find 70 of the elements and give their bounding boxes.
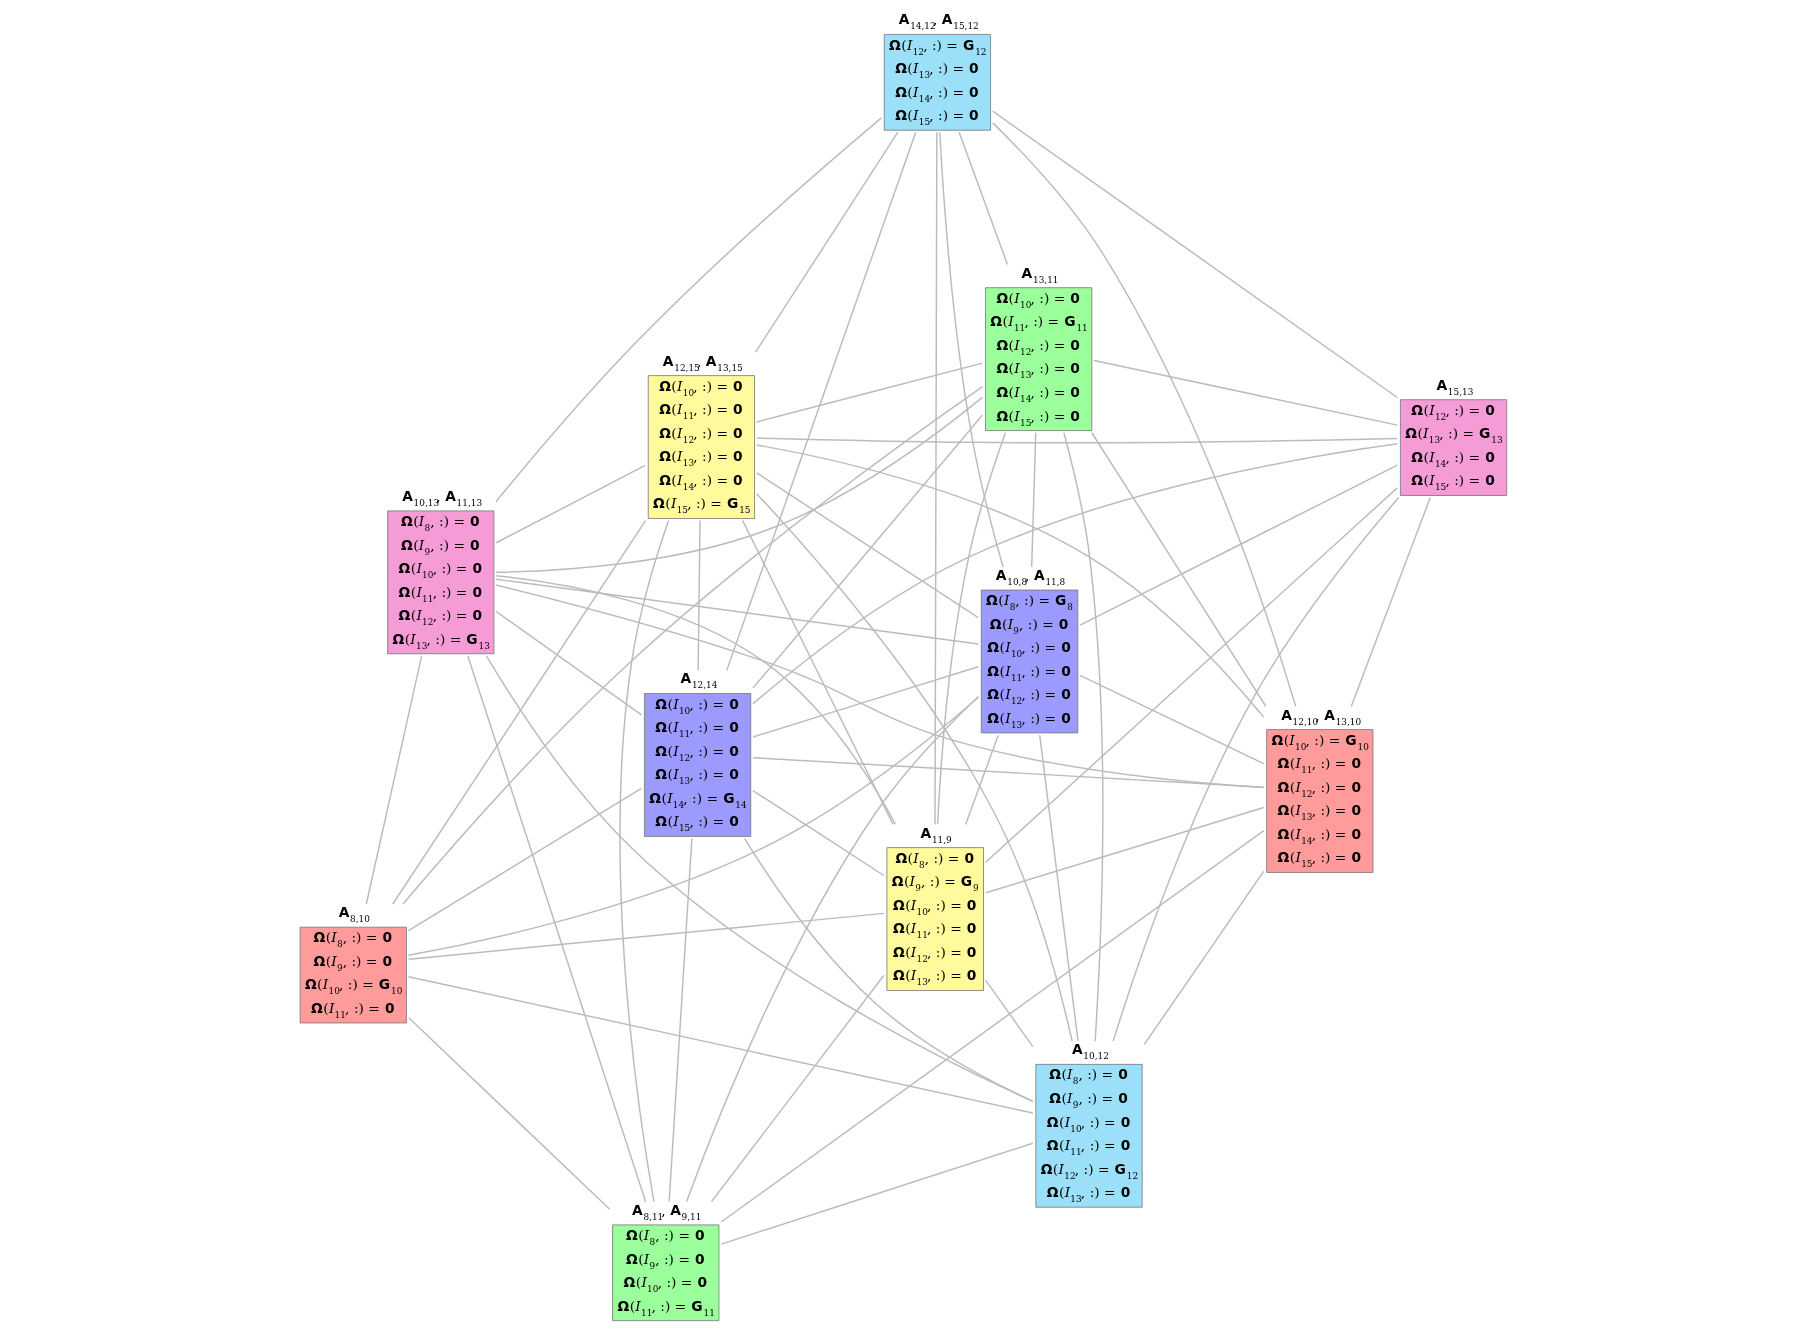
connector: [1063, 432, 1104, 1042]
node-label: A$_{10,8}$, A$_{11,8}$: [995, 566, 1066, 587]
connector: [1112, 496, 1400, 1042]
connector: [1039, 734, 1079, 1042]
connector: [743, 837, 1034, 1103]
connector: [495, 464, 646, 544]
connector: [495, 578, 979, 645]
connector: [408, 1017, 611, 1210]
connector: [1079, 674, 1265, 765]
connector: [755, 472, 979, 619]
connector: [720, 1142, 1034, 1245]
connector: [407, 696, 979, 957]
connector: [402, 385, 984, 905]
connector: [984, 487, 1398, 863]
connector: [984, 979, 1034, 1048]
connector: [485, 655, 1034, 1102]
connector: [619, 519, 670, 1203]
connector: [495, 584, 1265, 789]
connector: [992, 122, 1297, 707]
connector: [1030, 432, 1037, 568]
connector: [720, 829, 1265, 1223]
connector: [1093, 359, 1399, 426]
connector: [755, 492, 1073, 1042]
connector: [725, 131, 917, 672]
connector: [1350, 497, 1431, 708]
connector: [964, 734, 999, 826]
node-label: A$_{8,10}$: [338, 904, 370, 925]
connector: [495, 574, 897, 825]
node-label: A$_{10,13}$, A$_{11,13}$: [402, 487, 483, 508]
connector: [752, 414, 984, 689]
connector: [752, 756, 1265, 788]
connector: [1143, 870, 1265, 1046]
node-label: A$_{8,11}$, A$_{9,11}$: [632, 1201, 702, 1222]
connector: [741, 519, 894, 826]
connector: [710, 974, 885, 1203]
node-label: A$_{14,12}$, A$_{15,12}$: [898, 11, 979, 32]
node-label: A$_{12,14}$: [680, 670, 718, 691]
connector: [467, 655, 647, 1203]
connector: [1079, 464, 1399, 626]
connector: [668, 837, 693, 1203]
connector: [985, 806, 1265, 894]
connector: [495, 396, 984, 574]
connector: [752, 789, 885, 877]
connector: [407, 975, 1034, 1114]
connector: [756, 362, 984, 423]
connector: [697, 519, 701, 671]
connector: [365, 655, 423, 905]
node-label: A$_{10,12}$: [1071, 1041, 1109, 1062]
connector: [934, 131, 938, 825]
node-label: A$_{13,11}$: [1021, 264, 1059, 285]
connector: [752, 666, 979, 738]
connector: [407, 912, 885, 960]
node-label: A$_{11,9}$: [920, 824, 952, 845]
node-label: A$_{15,13}$: [1436, 376, 1474, 397]
connector: [936, 431, 1007, 825]
connector: [756, 437, 1399, 444]
connector: [495, 610, 643, 716]
connector: [992, 110, 1398, 399]
connector: [939, 131, 1004, 568]
node-label: A$_{12,10}$, A$_{13,10}$: [1281, 706, 1362, 727]
node-label: A$_{12,15}$, A$_{13,15}$: [662, 352, 743, 373]
connector: [958, 131, 1009, 266]
connector: [755, 444, 1265, 718]
connector: [754, 131, 899, 353]
connector: [392, 519, 647, 905]
connector: [685, 695, 980, 1203]
connector: [495, 117, 883, 503]
connector: [407, 787, 643, 932]
connector: [1091, 432, 1267, 707]
connector: [752, 443, 1399, 705]
